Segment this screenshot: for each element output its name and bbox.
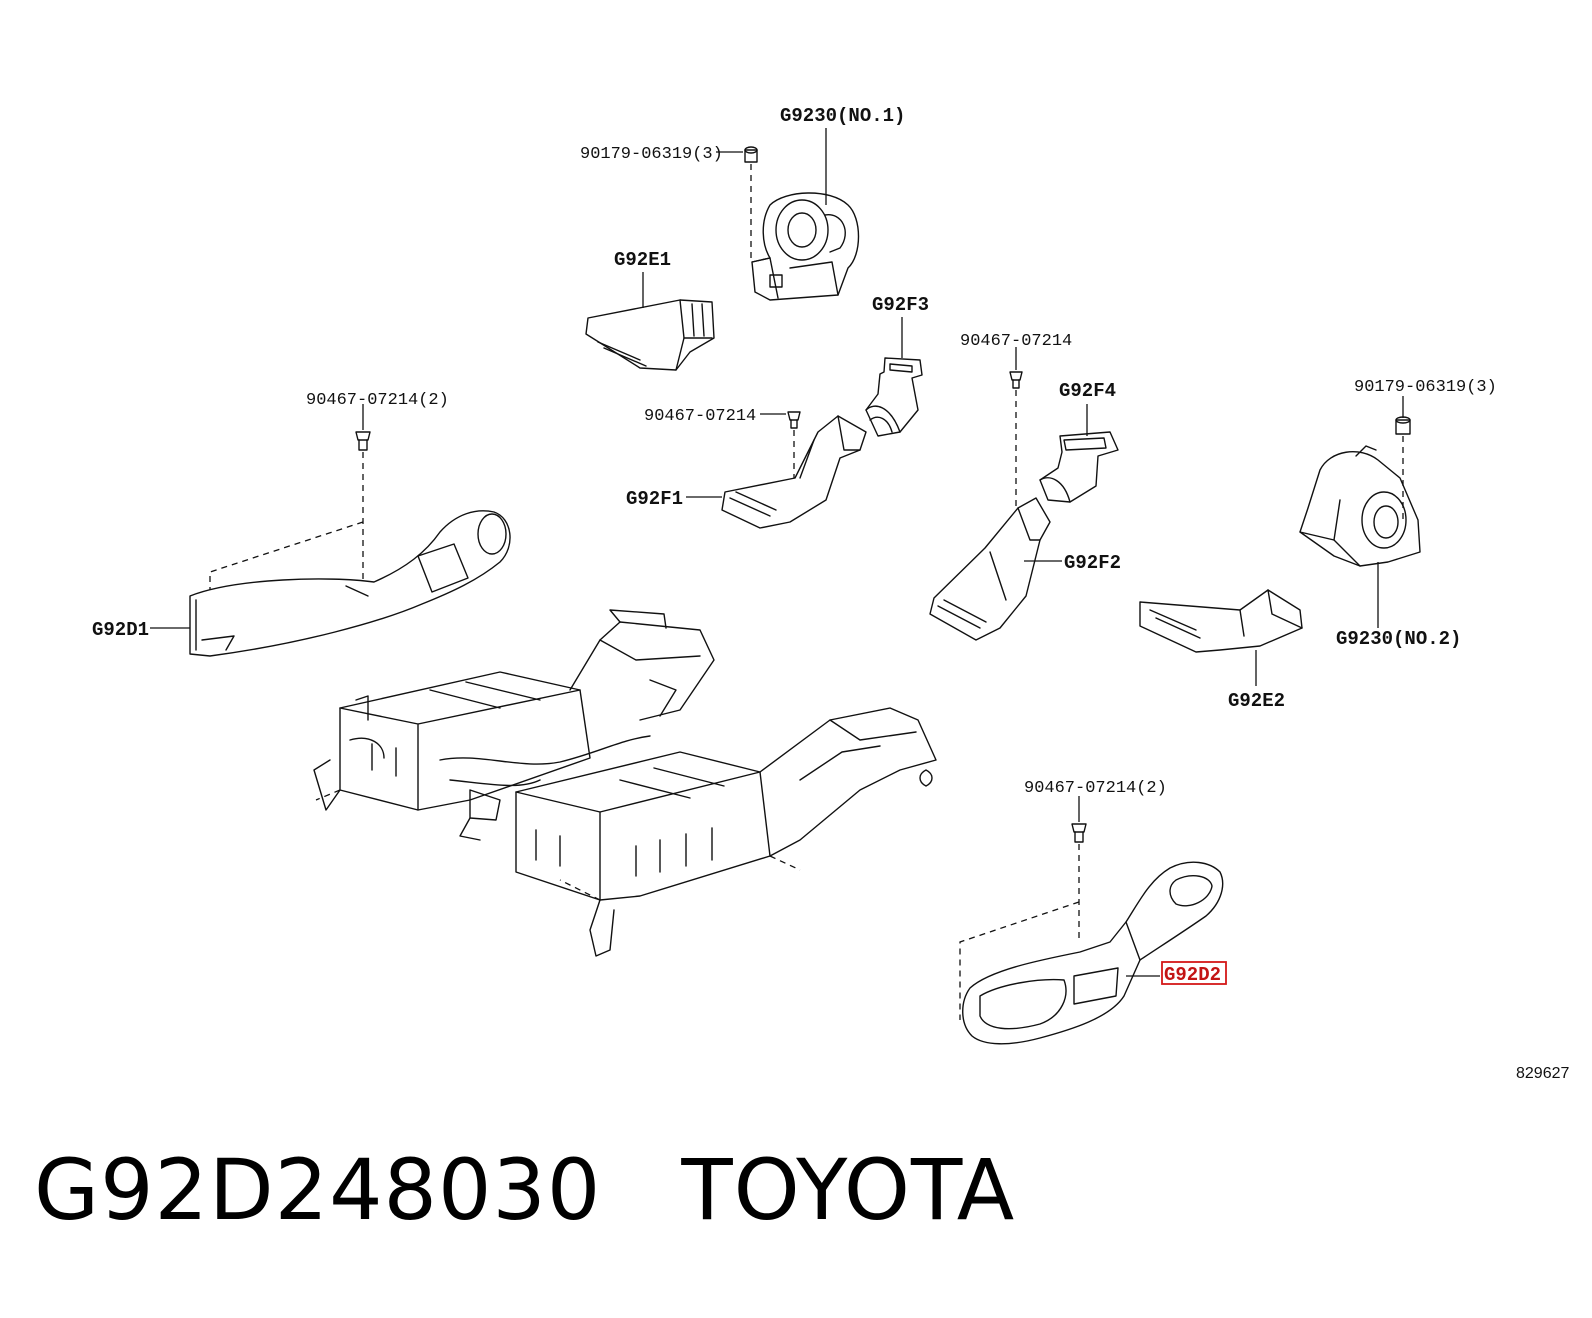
hybrid-battery-assembly[interactable] — [313, 609, 937, 957]
figure-number: 829627 — [1516, 1065, 1569, 1082]
label-clip-90467-a: 90467-07214 — [960, 332, 1072, 351]
label-g9230-no2: G9230(NO.2) — [1336, 628, 1461, 650]
duct-g92e2[interactable] — [1139, 589, 1303, 653]
duct-g92e1[interactable] — [585, 299, 715, 371]
bolt-90179-b[interactable] — [1395, 416, 1411, 435]
label-clip-90467-2a: 90467-07214(2) — [306, 391, 449, 410]
bolt-90179-a[interactable] — [744, 146, 758, 163]
label-g92d2[interactable]: G92D2 — [1164, 964, 1221, 986]
clip-90467-2a[interactable] — [355, 431, 371, 451]
highlight-box — [1161, 961, 1227, 985]
duct-g92d1[interactable] — [189, 510, 511, 657]
duct-g92f1[interactable] — [721, 415, 867, 529]
duct-g92d2[interactable] — [962, 861, 1224, 1045]
blower-no1[interactable] — [751, 192, 860, 301]
label-g92f3: G92F3 — [872, 294, 929, 316]
label-g92f2: G92F2 — [1064, 552, 1121, 574]
duct-g92f2[interactable] — [929, 497, 1051, 641]
label-g92f4: G92F4 — [1059, 380, 1116, 402]
label-clip-90467-2b: 90467-07214(2) — [1024, 779, 1167, 798]
label-g9230-no1: G9230(NO.1) — [780, 105, 905, 127]
label-bolt-90179-b: 90179-06319(3) — [1354, 378, 1497, 397]
blower-no2[interactable] — [1299, 445, 1421, 567]
duct-g92f4[interactable] — [1039, 431, 1119, 503]
label-g92e2: G92E2 — [1228, 690, 1285, 712]
label-clip-90467-b: 90467-07214 — [644, 407, 756, 426]
footer-brand: TOYOTA — [681, 1141, 1016, 1239]
footer-part-number: G92D248030 — [34, 1141, 602, 1239]
clip-90467-a[interactable] — [1009, 371, 1023, 389]
label-g92f1: G92F1 — [626, 488, 683, 510]
clip-90467-b[interactable] — [787, 411, 801, 429]
label-g92e1: G92E1 — [614, 249, 671, 271]
duct-g92f3[interactable] — [865, 357, 923, 437]
clip-90467-2b[interactable] — [1071, 823, 1087, 843]
label-g92d1: G92D1 — [92, 619, 149, 641]
label-bolt-90179-a: 90179-06319(3) — [580, 145, 723, 164]
